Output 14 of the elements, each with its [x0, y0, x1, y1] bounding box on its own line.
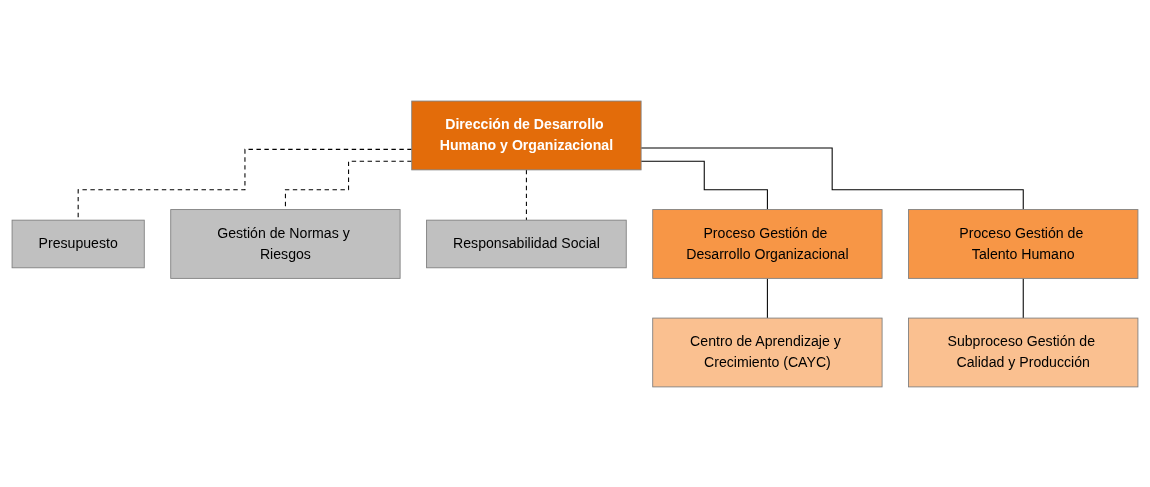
node-box: Responsabilidad Social: [426, 219, 627, 268]
node-box: Dirección de Desarrollo Humano y Organizacional: [411, 100, 642, 170]
node-box: Gestión de Normas y Riesgos: [170, 208, 401, 279]
connector: [640, 146, 1024, 210]
connector: [284, 160, 413, 210]
connector: [640, 160, 768, 210]
node-box: Presupuesto: [11, 219, 145, 268]
node-box: Proceso Gestión de Talento Humano: [908, 208, 1139, 279]
node-box: Proceso Gestión de Desarrollo Organizacional: [652, 208, 883, 279]
connector: [1022, 277, 1024, 319]
node-box: Centro de Aprendizaje y Crecimiento (CAYC): [652, 317, 883, 387]
connector: [766, 277, 768, 319]
node-box: Subproceso Gestión de Calidad y Producción: [908, 317, 1139, 387]
connector: [525, 168, 527, 221]
